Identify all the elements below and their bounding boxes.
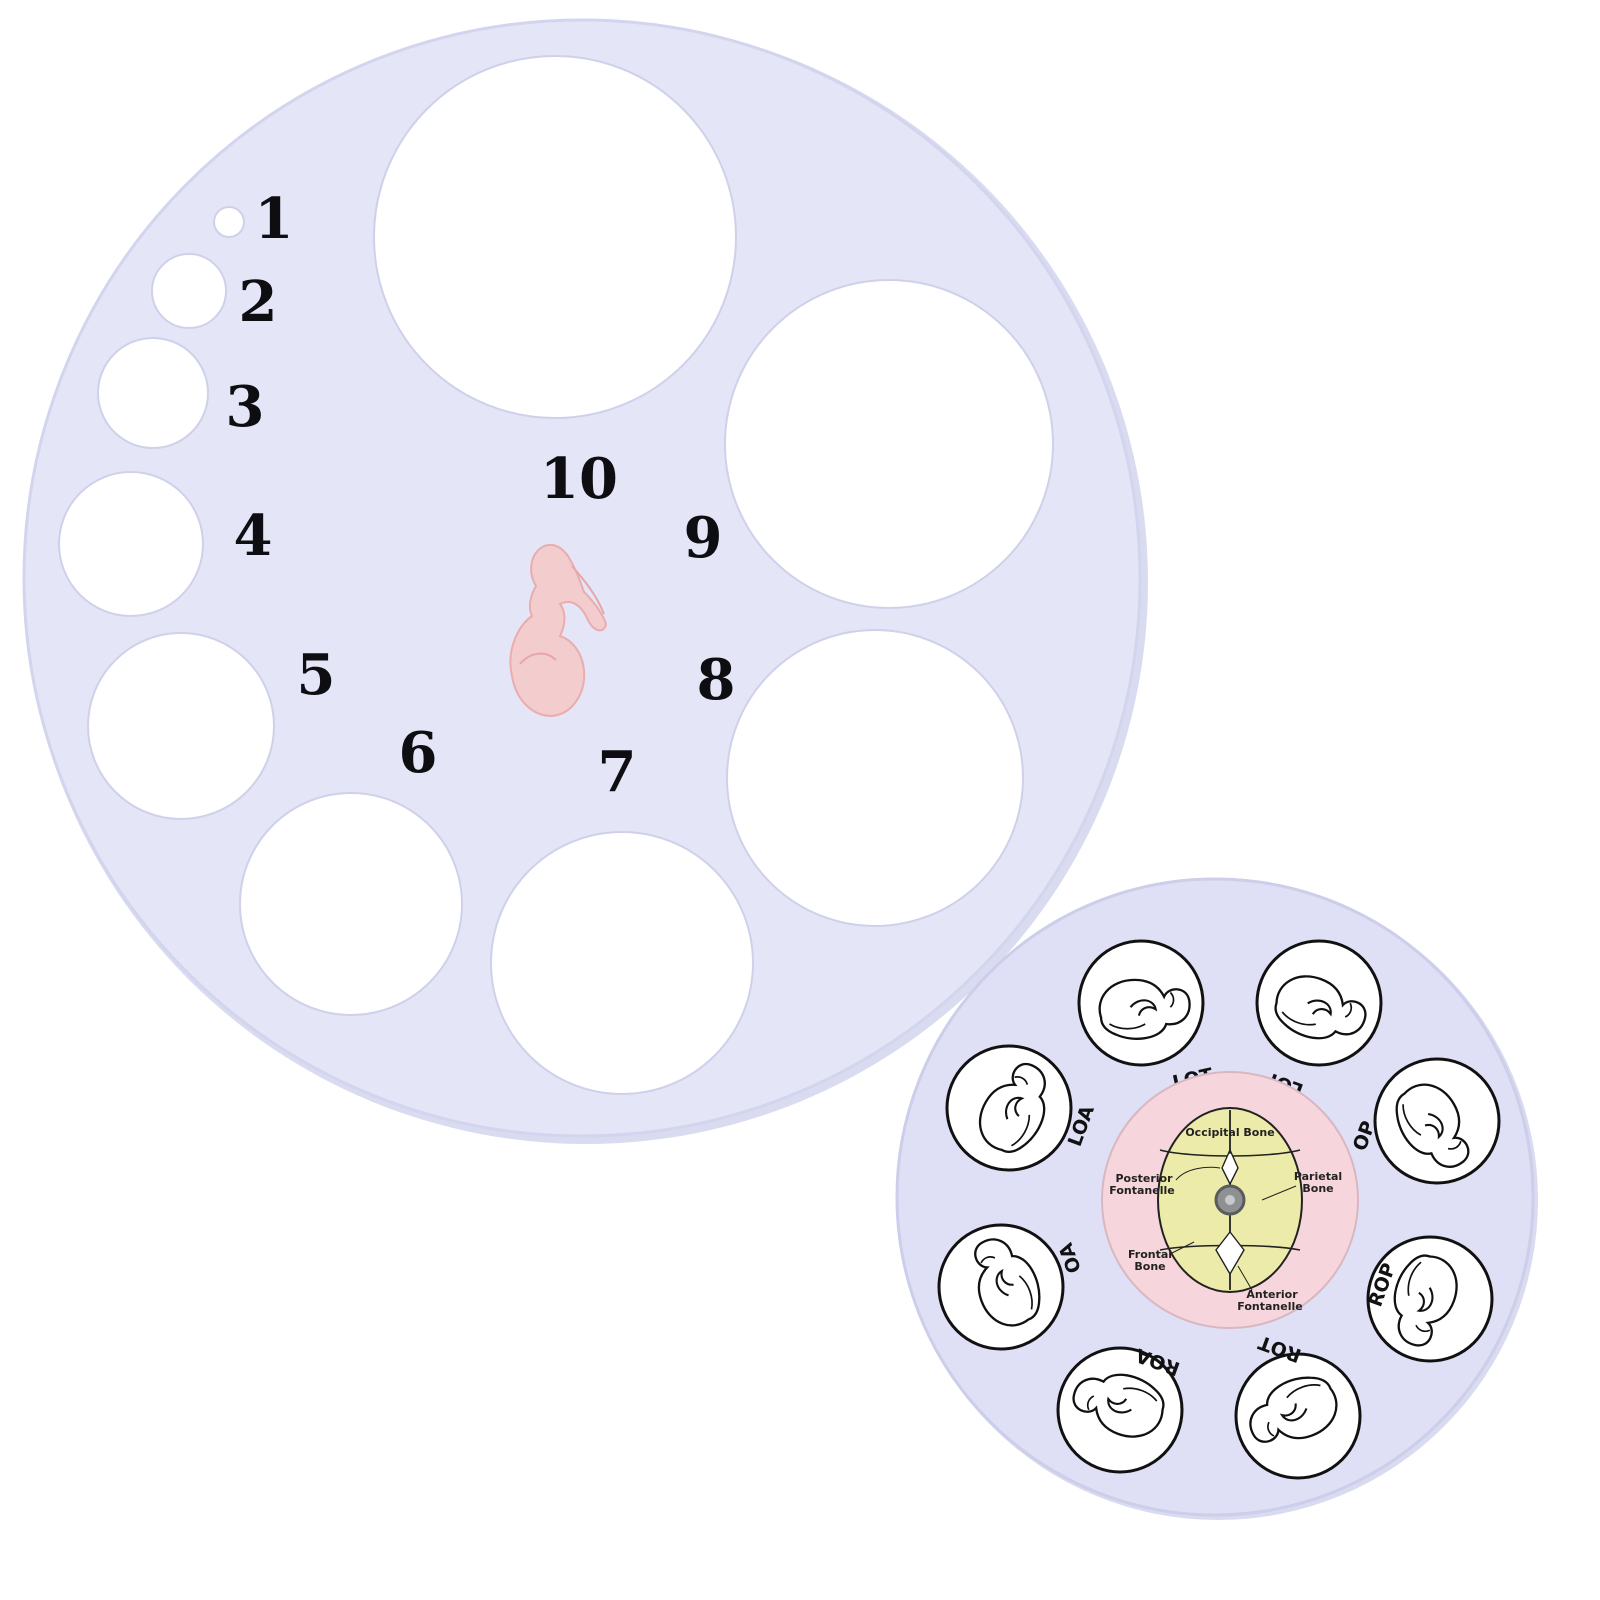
hole-7cm[interactable] bbox=[490, 831, 754, 1095]
fetus-icon-loa[interactable] bbox=[945, 1044, 1073, 1172]
hole-6cm[interactable] bbox=[239, 792, 463, 1016]
label-posterior: Posterior bbox=[1115, 1172, 1173, 1185]
number-6: 6 bbox=[399, 720, 438, 786]
cervical-dilation-chart: 1 2 3 4 5 6 7 8 9 10 bbox=[22, 18, 1148, 1144]
fetus-icon-roa[interactable] bbox=[1056, 1346, 1184, 1474]
number-8: 8 bbox=[697, 647, 736, 713]
label-posterior-fontanelle: Fontanelle bbox=[1109, 1184, 1174, 1197]
hole-8cm[interactable] bbox=[726, 629, 1024, 927]
label-parietal: Parietal bbox=[1294, 1170, 1342, 1183]
hole-1cm[interactable] bbox=[213, 206, 245, 238]
fetus-icon-op[interactable] bbox=[1373, 1057, 1501, 1185]
number-1: 1 bbox=[255, 186, 294, 252]
skull-dial[interactable]: Occipital Bone Posterior Fontanelle Pari… bbox=[1101, 1071, 1359, 1329]
fetus-icon-rop[interactable] bbox=[1366, 1235, 1494, 1363]
dilation-holes bbox=[58, 55, 1054, 1095]
label-occipital-bone: Occipital Bone bbox=[1185, 1126, 1274, 1139]
label-anterior-fontanelle: Fontanelle bbox=[1237, 1300, 1302, 1313]
hole-5cm[interactable] bbox=[87, 632, 275, 820]
number-10: 10 bbox=[540, 446, 618, 512]
fetus-icon-oa[interactable] bbox=[937, 1223, 1065, 1351]
hole-9cm[interactable] bbox=[724, 279, 1054, 609]
anterior-fontanelle-mark bbox=[1215, 1230, 1245, 1276]
number-3: 3 bbox=[226, 374, 265, 440]
hole-10cm[interactable] bbox=[373, 55, 737, 419]
number-9: 9 bbox=[684, 505, 723, 571]
fetal-position-wheel: LOT LOP OP ROP ROT ROA OA LOA Occipital … bbox=[895, 877, 1538, 1520]
fetus-icon-lot[interactable] bbox=[1077, 939, 1205, 1067]
dilation-numbers: 1 2 3 4 5 6 7 8 9 10 bbox=[226, 186, 736, 805]
number-5: 5 bbox=[297, 642, 336, 708]
number-4: 4 bbox=[234, 503, 273, 569]
position-icons bbox=[937, 939, 1501, 1480]
fetus-icon-lop[interactable] bbox=[1255, 939, 1383, 1067]
pregnant-woman-icon bbox=[509, 543, 608, 718]
label-frontal: Frontal bbox=[1128, 1248, 1172, 1261]
number-2: 2 bbox=[239, 269, 278, 335]
hole-2cm[interactable] bbox=[151, 253, 227, 329]
fetus-icon-rot[interactable] bbox=[1234, 1352, 1362, 1480]
label-parietal-bone: Bone bbox=[1302, 1182, 1333, 1195]
hole-3cm[interactable] bbox=[97, 337, 209, 449]
label-anterior: Anterior bbox=[1246, 1288, 1298, 1301]
label-frontal-bone: Bone bbox=[1134, 1260, 1165, 1273]
number-7: 7 bbox=[598, 739, 637, 805]
hole-4cm[interactable] bbox=[58, 471, 204, 617]
posterior-fontanelle-mark bbox=[1221, 1148, 1239, 1186]
